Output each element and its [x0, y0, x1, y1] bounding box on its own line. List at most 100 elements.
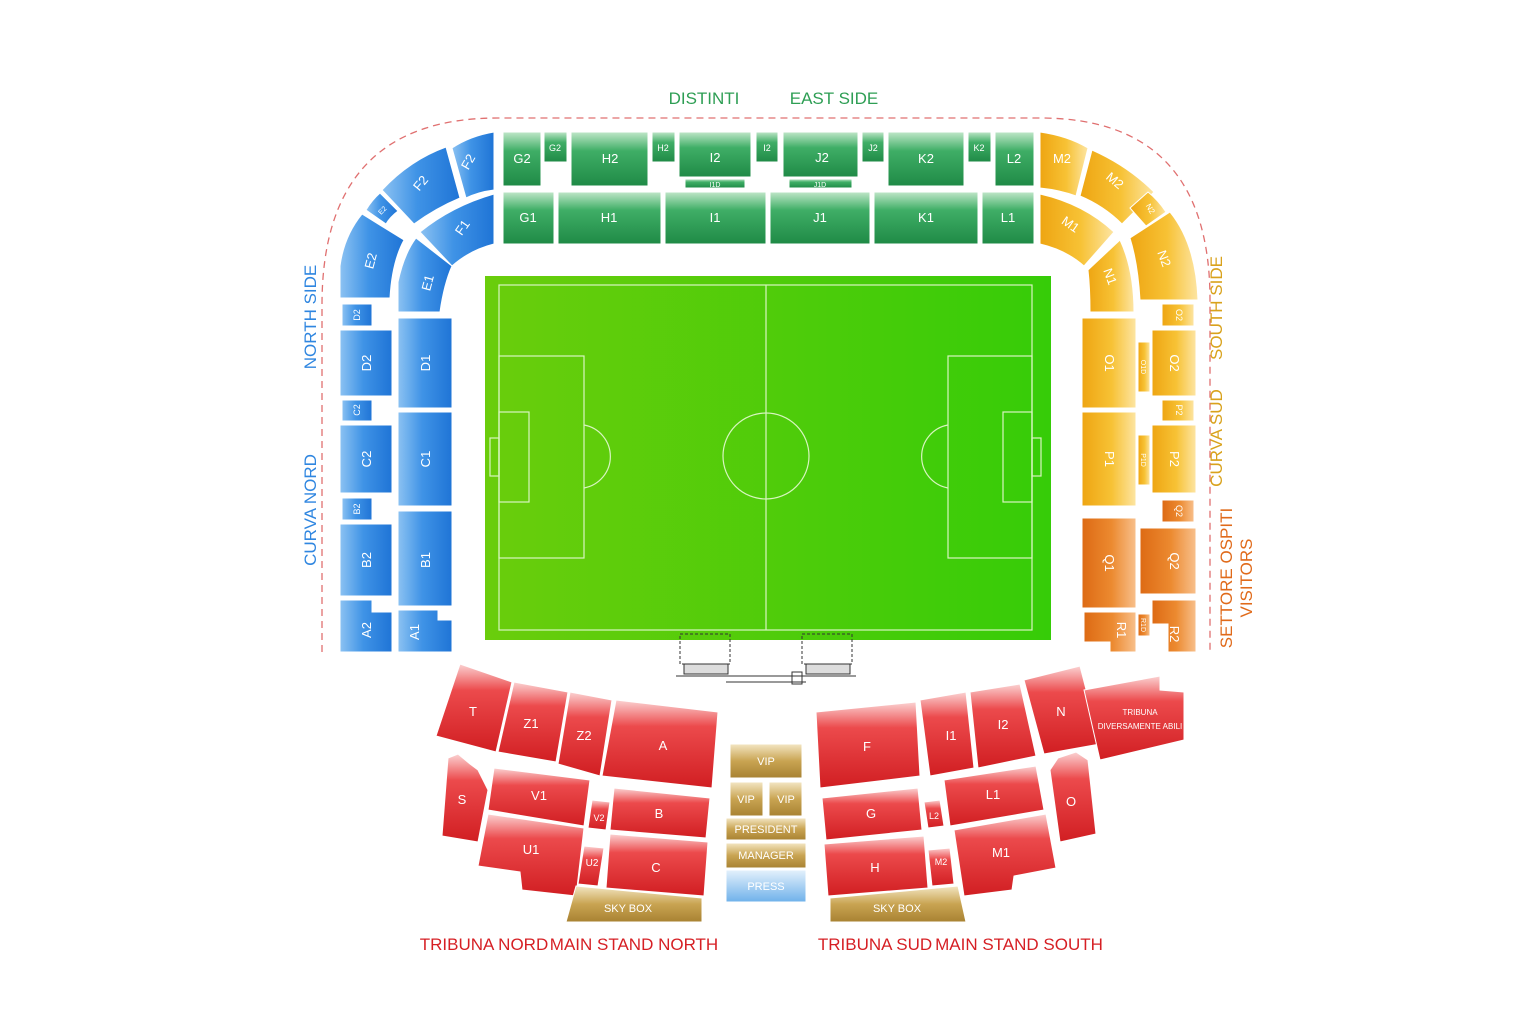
label-O1D: O1D	[1139, 360, 1146, 374]
section-K1[interactable]	[873, 191, 979, 245]
label-V1: V1	[531, 788, 547, 803]
section-R2[interactable]	[1151, 599, 1197, 653]
label-R1: R1	[1114, 622, 1129, 639]
section-press[interactable]	[725, 869, 807, 903]
section-H2-small[interactable]	[651, 131, 676, 163]
section-Z1[interactable]	[497, 681, 569, 763]
section-C2[interactable]	[339, 424, 393, 494]
section-E2[interactable]	[339, 213, 405, 299]
section-D2-small[interactable]	[341, 303, 373, 327]
section-K2-small[interactable]	[967, 131, 992, 163]
section-B2[interactable]	[339, 523, 393, 597]
section-J1[interactable]	[769, 191, 871, 245]
section-G2-small[interactable]	[543, 131, 568, 163]
section-Q1[interactable]	[1081, 517, 1137, 609]
section-tribuna-diversamente-abili[interactable]	[1083, 675, 1185, 761]
section-I1[interactable]	[919, 691, 975, 777]
label-F: F	[863, 739, 871, 754]
section-L2[interactable]	[923, 799, 945, 829]
section-G2[interactable]	[502, 131, 542, 187]
section-vip-top[interactable]	[729, 743, 803, 779]
section-F2-inner[interactable]	[381, 146, 461, 225]
section-J2-small[interactable]	[861, 131, 885, 163]
section-B[interactable]	[609, 787, 711, 839]
section-skybox-south[interactable]	[829, 885, 967, 923]
section-F1[interactable]	[419, 193, 495, 267]
section-F[interactable]	[815, 701, 921, 789]
section-R1[interactable]	[1083, 611, 1137, 653]
section-I1D[interactable]	[684, 178, 746, 189]
section-I1[interactable]	[664, 191, 767, 245]
section-E2-small[interactable]	[365, 192, 399, 225]
section-J2[interactable]	[782, 131, 859, 178]
section-N2-small[interactable]	[1129, 191, 1167, 227]
section-D1[interactable]	[397, 317, 453, 409]
section-N1[interactable]	[1087, 239, 1135, 313]
section-A[interactable]	[601, 699, 719, 789]
section-vip-right[interactable]	[768, 781, 803, 817]
section-A2[interactable]	[339, 599, 393, 653]
east-side-sections	[502, 131, 1035, 245]
label-L1: L1	[1001, 210, 1015, 225]
section-M1[interactable]	[953, 813, 1057, 897]
section-O2[interactable]	[1151, 329, 1197, 397]
section-L1[interactable]	[943, 765, 1045, 827]
label-N2: N2	[1154, 248, 1174, 269]
label-F2-outer: F2	[458, 151, 479, 172]
section-C2-small[interactable]	[341, 399, 373, 422]
section-skybox-north[interactable]	[565, 885, 703, 923]
section-L2[interactable]	[994, 131, 1035, 187]
section-O1D[interactable]	[1137, 341, 1151, 393]
section-P2[interactable]	[1151, 424, 1197, 494]
section-president[interactable]	[725, 817, 807, 841]
section-M2-outer[interactable]	[1039, 131, 1089, 197]
section-R1D[interactable]	[1137, 613, 1151, 637]
caption-curva-sud: CURVA SUD	[1207, 389, 1226, 487]
label-H2-small: H2	[657, 143, 669, 153]
section-O2-small[interactable]	[1161, 303, 1195, 327]
section-P1D[interactable]	[1137, 434, 1151, 486]
section-V1[interactable]	[487, 767, 591, 827]
section-P1[interactable]	[1081, 411, 1137, 507]
section-G1[interactable]	[502, 191, 555, 245]
caption-south-side: SOUTH SIDE	[1207, 256, 1226, 360]
section-C1[interactable]	[397, 411, 453, 507]
section-F2-outer[interactable]	[451, 131, 495, 199]
section-I2[interactable]	[678, 131, 752, 178]
label-B2-small: B2	[352, 503, 362, 514]
section-L1[interactable]	[981, 191, 1035, 245]
section-C[interactable]	[605, 833, 709, 897]
section-manager[interactable]	[725, 842, 807, 869]
section-P2-small[interactable]	[1161, 399, 1195, 422]
section-K2[interactable]	[887, 131, 965, 187]
section-I2[interactable]	[969, 683, 1037, 769]
section-Q2[interactable]	[1139, 527, 1197, 595]
section-B1[interactable]	[397, 510, 453, 607]
section-H[interactable]	[823, 835, 929, 897]
section-E1[interactable]	[397, 237, 453, 313]
section-D2[interactable]	[339, 329, 393, 397]
section-B2-small[interactable]	[341, 497, 373, 521]
section-V2[interactable]	[587, 799, 611, 831]
section-vip-left[interactable]	[729, 781, 764, 817]
section-G[interactable]	[821, 787, 923, 841]
section-H1[interactable]	[557, 191, 662, 245]
caption-distinti: DISTINTI	[669, 89, 740, 108]
section-O1[interactable]	[1081, 317, 1137, 409]
section-Q2-small[interactable]	[1161, 499, 1195, 523]
section-H2[interactable]	[570, 131, 649, 187]
section-O[interactable]	[1049, 751, 1097, 843]
section-N2[interactable]	[1129, 211, 1199, 301]
section-U2[interactable]	[577, 845, 605, 887]
section-M2[interactable]	[927, 847, 955, 887]
section-M1[interactable]	[1039, 193, 1115, 267]
section-T[interactable]	[435, 663, 513, 753]
label-G2: G2	[513, 151, 530, 166]
section-J1D[interactable]	[788, 178, 853, 189]
section-A1[interactable]	[397, 609, 453, 653]
section-Z2[interactable]	[557, 691, 613, 777]
section-S[interactable]	[441, 753, 489, 843]
section-U1[interactable]	[477, 813, 585, 897]
section-I2-small[interactable]	[755, 131, 779, 163]
